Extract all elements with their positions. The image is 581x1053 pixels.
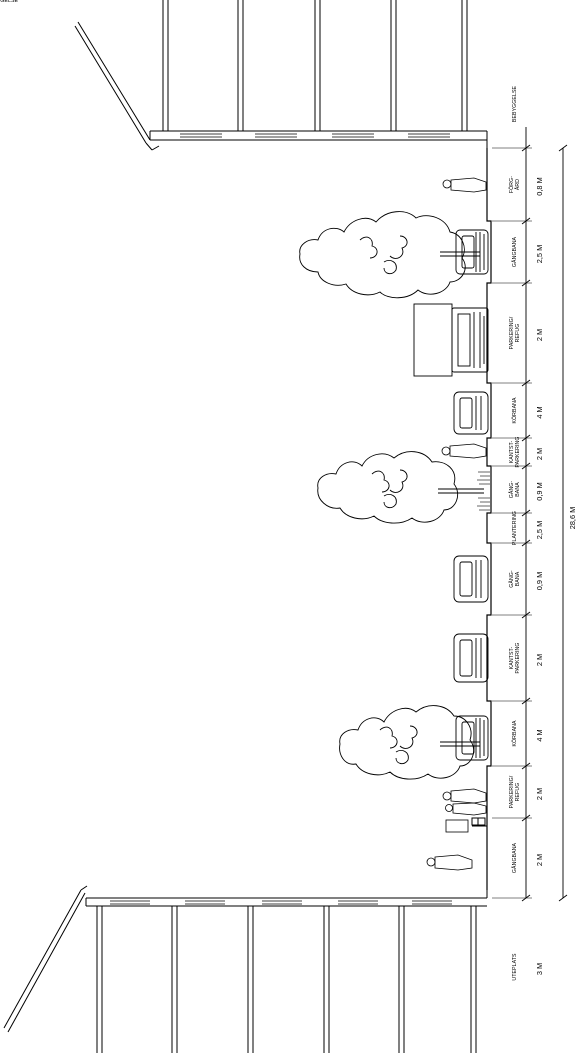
zone-label-line: GÅNGBANA bbox=[511, 236, 518, 267]
zone-label-gangbana-2: GÅNG-BANA bbox=[508, 481, 521, 499]
total-dimension-tick bbox=[558, 144, 568, 152]
zone-label-gangbana-4: GÅNGBANA bbox=[511, 842, 518, 873]
dimension-lines bbox=[525, 127, 564, 898]
truck-korbana-1 bbox=[413, 303, 489, 377]
zone-label-line: KÖRBANA bbox=[511, 397, 518, 424]
zone-label-line: GÅNG- bbox=[508, 570, 515, 588]
dimension-ticks bbox=[492, 144, 568, 902]
zone-label-line: BEBYGGELSE bbox=[512, 85, 518, 122]
zone-label-line: KANTST- bbox=[509, 647, 515, 670]
zone-label-parkering-refug-2: PARKERING/REFUG bbox=[509, 775, 521, 808]
car-kantstparkering-2 bbox=[453, 555, 489, 603]
car-parking-refug-2 bbox=[455, 715, 489, 761]
tree-3 bbox=[339, 705, 480, 780]
zone-width-parkering-refug-2: 2 M bbox=[535, 788, 544, 800]
zone-label-bebyggelse-top: BEBYGGELSE bbox=[512, 85, 518, 122]
zone-label-forgard: FÖRG-ÅRD bbox=[508, 176, 521, 193]
zone-width-gangbana-2: 0,9 M bbox=[535, 482, 544, 500]
zone-width-gangbana-1: 2,5 M bbox=[535, 245, 544, 263]
zone-label-line: BEBYGGELSE bbox=[0, 0, 19, 4]
zone-label-line: KÖRBANA bbox=[511, 720, 518, 747]
zone-width-kantstparkering-1: 2 M bbox=[535, 448, 544, 460]
zone-label-line: PARKERING bbox=[515, 436, 521, 467]
zone-label-line: GÅNG- bbox=[508, 481, 515, 499]
total-dimension-tick bbox=[558, 894, 568, 902]
zone-label-line: PLANTERING bbox=[512, 511, 518, 545]
zone-label-bebyggelse-bottom: BEBYGGELSE bbox=[0, 0, 19, 4]
zone-width-plantering: 2,5 M bbox=[535, 521, 544, 539]
car-parking-refug-1 bbox=[455, 229, 489, 275]
zone-width-uteplats: 3 M bbox=[535, 963, 544, 975]
zone-labels: BEBYGGELSE FÖRG-ÅRD GÅNGBANA PARKERING/REFU… bbox=[0, 0, 521, 981]
zone-label-line: GÅNGBANA bbox=[511, 842, 518, 873]
car-kantstparkering-1 bbox=[453, 391, 489, 435]
uteplats-fence bbox=[471, 817, 487, 827]
zone-label-line: PARKERING/ bbox=[509, 775, 515, 808]
tree-2 bbox=[317, 451, 484, 524]
building-top bbox=[74, 0, 488, 151]
zone-label-line: FÖRG- bbox=[508, 176, 515, 193]
zone-label-line: REFUG bbox=[515, 783, 521, 802]
zone-label-line: BANA bbox=[515, 482, 521, 497]
zone-label-line: PARKERING/ bbox=[509, 316, 515, 349]
zone-label-plantering: PLANTERING bbox=[512, 511, 518, 545]
zone-label-korbana-1: KÖRBANA bbox=[511, 397, 518, 424]
zone-label-kantstparkering-1: KANTST-PARKERING bbox=[509, 436, 521, 467]
zone-label-gangbana-1: GÅNGBANA bbox=[511, 236, 518, 267]
person-gangbana-2 bbox=[441, 443, 487, 459]
person-gangbana-1 bbox=[442, 177, 487, 193]
zone-widths: 0,8 M 2,5 M 2 M 4 M 2 M 0,9 M 2,5 M 0,9 M 2 M 4 M… bbox=[535, 177, 544, 975]
zone-label-line: KANTST- bbox=[509, 441, 515, 464]
zone-label-line: ÅRD bbox=[514, 179, 521, 190]
zone-width-gangbana-3: 0,9 M bbox=[535, 572, 544, 590]
zone-label-line: REFUG bbox=[515, 324, 521, 343]
people-gangbana-4 bbox=[442, 788, 487, 816]
tree-1 bbox=[299, 211, 480, 299]
zone-width-korbana-1: 4 M bbox=[535, 406, 544, 418]
zone-label-uteplats: UTEPLATS bbox=[512, 953, 518, 981]
zone-label-line: PARKERING bbox=[515, 642, 521, 673]
ground-profile bbox=[486, 148, 492, 890]
zone-width-gangbana-4: 2 M bbox=[535, 854, 544, 866]
building-bottom bbox=[3, 885, 488, 1053]
total-width-label: 28,6 M bbox=[568, 507, 577, 530]
people-uteplats bbox=[426, 819, 473, 871]
zone-width-kantstparkering-2: 2 M bbox=[535, 654, 544, 666]
zone-width-forgard: 0,8 M bbox=[535, 177, 544, 195]
zone-label-line: BANA bbox=[515, 571, 521, 586]
zone-width-parkering-refug-1: 2 M bbox=[535, 329, 544, 341]
zone-label-line: UTEPLATS bbox=[512, 953, 518, 981]
zone-label-parkering-refug-1: PARKERING/REFUG bbox=[509, 316, 521, 349]
car-korbana-2 bbox=[453, 633, 489, 683]
zone-label-kantstparkering-2: KANTST-PARKERING bbox=[509, 642, 521, 673]
zone-label-gangbana-3: GÅNG-BANA bbox=[508, 570, 521, 588]
plantering-grass bbox=[477, 471, 490, 511]
zone-width-korbana-2: 4 M bbox=[535, 729, 544, 741]
zone-label-korbana-2: KÖRBANA bbox=[511, 720, 518, 747]
